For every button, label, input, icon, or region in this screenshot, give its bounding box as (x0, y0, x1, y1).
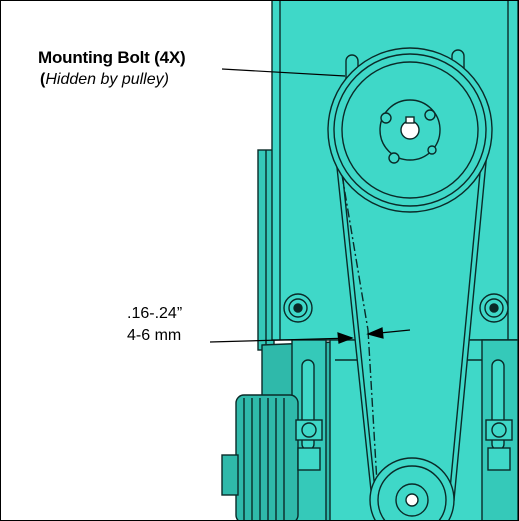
mounting-bolt-callout: Mounting Bolt (4X) (38, 48, 186, 67)
fastener (479, 293, 509, 323)
mounting-bolt-note: (Hidden by pulley) (40, 71, 169, 89)
bottom-pulley (369, 457, 455, 520)
deflection-inches-label: .16-.24” (127, 305, 183, 322)
note-close-paren: ) (163, 71, 169, 88)
deflection-mm-label: 4-6 mm (127, 327, 182, 344)
note-open-paren: ( (40, 71, 46, 88)
tension-bolt (485, 419, 513, 471)
idler-pulley-stack (221, 394, 299, 520)
bolt-leader-line (221, 68, 346, 77)
top-pulley (327, 47, 493, 213)
hidden-by-pulley-note: Hidden by pulley (45, 71, 164, 88)
deflection-arrow-left (337, 332, 354, 344)
deflection-leader-line (209, 337, 353, 343)
fastener (283, 293, 313, 323)
tension-bolt (295, 419, 323, 471)
deflection-arrow-right (366, 327, 384, 339)
